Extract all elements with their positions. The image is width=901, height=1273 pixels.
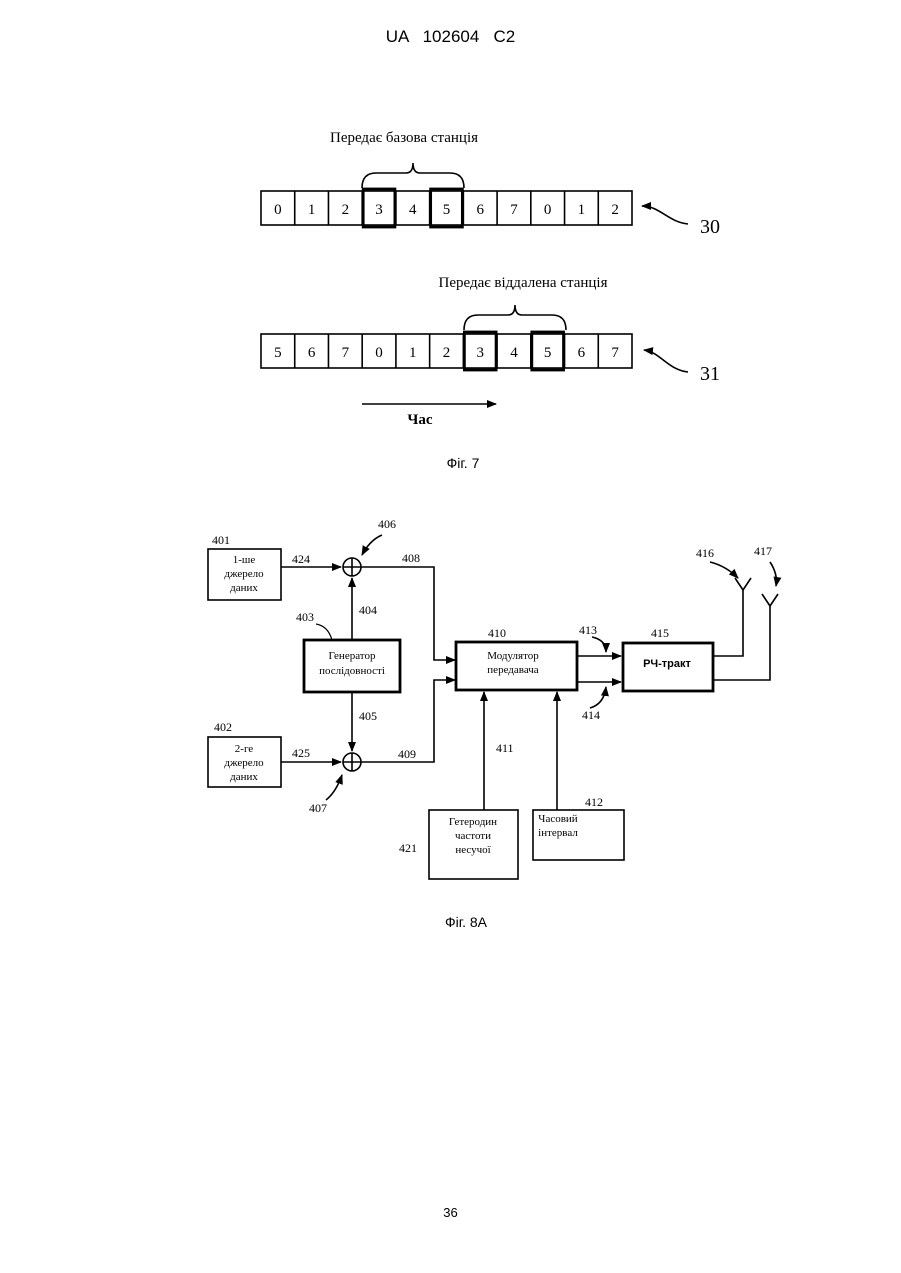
ref-415: 415 xyxy=(651,626,669,640)
ref-407-leader xyxy=(326,775,342,800)
block-first-data-source-line-2: джерело xyxy=(224,568,264,580)
ref-30-leader xyxy=(642,206,688,224)
block-transmitter-modulator: Модулятор передавача 410 xyxy=(456,626,577,690)
slot-row-2-cell-value: 5 xyxy=(274,345,282,361)
brace-remote-station xyxy=(464,305,566,330)
slot-row-1-cell-value: 7 xyxy=(510,202,518,218)
ref-31-leader xyxy=(644,350,688,372)
block-sequence-generator: Генератор послідовності 403 xyxy=(296,610,400,692)
block-first-data-source-line-1: 1-ше xyxy=(233,554,256,566)
slot-row-2-cell-value: 6 xyxy=(308,345,316,361)
slot-row-2-cell-value: 0 xyxy=(375,345,383,361)
ref-403: 403 xyxy=(296,610,314,624)
ref-417-leader xyxy=(770,562,776,586)
block-time-slot-line-1: Часовий xyxy=(538,813,577,825)
slot-row-1-cell-value: 2 xyxy=(342,202,350,218)
slot-row-2-cell-value: 7 xyxy=(611,345,619,361)
block-second-data-source: 2-ге джерело даних 402 xyxy=(208,720,281,787)
antenna-416-icon xyxy=(735,578,751,590)
slot-row-2-cell-value: 4 xyxy=(510,345,518,361)
antenna-417-icon xyxy=(762,594,778,606)
slot-row-2-cell-value: 7 xyxy=(342,345,350,361)
time-label: Час xyxy=(407,412,433,428)
slot-row-1-cell-value: 5 xyxy=(443,202,451,218)
ref-416: 416 xyxy=(696,546,714,560)
slot-row-2: 5 6 7 0 1 2 3 4 5 6 7 xyxy=(261,332,632,370)
ref-413: 413 xyxy=(579,623,597,637)
ref-413-leader xyxy=(592,637,606,652)
slot-row-1-cell-value: 6 xyxy=(476,202,484,218)
ref-409: 409 xyxy=(398,747,416,761)
slot-row-1-cell-value: 3 xyxy=(375,202,383,218)
figure-8a: 1-ше джерело даних 401 2-ге джерело дани… xyxy=(208,517,778,930)
slot-row-1-cell-value: 1 xyxy=(578,202,586,218)
block-carrier-oscillator: Гетеродин частоти несучої 421 xyxy=(399,810,518,879)
block-first-data-source-line-3: даних xyxy=(230,582,258,594)
block-transmitter-modulator-line-2: передавача xyxy=(487,664,539,676)
ref-414-leader xyxy=(590,687,606,708)
ref-405: 405 xyxy=(359,709,377,723)
block-second-data-source-line-1: 2-ге xyxy=(235,743,254,755)
label-base-station: Передає базова станція xyxy=(330,130,478,146)
block-first-data-source: 1-ше джерело даних 401 xyxy=(208,533,281,600)
block-time-slot-line-2: інтервал xyxy=(538,827,578,839)
block-carrier-oscillator-line-2: частоти xyxy=(455,830,491,842)
ref-403-leader xyxy=(316,624,332,640)
block-second-data-source-line-3: даних xyxy=(230,771,258,783)
page-number: 36 xyxy=(0,1205,901,1220)
ref-404: 404 xyxy=(359,603,377,617)
antenna-417-feed xyxy=(713,606,770,680)
slot-row-1-cell-value: 1 xyxy=(308,202,316,218)
figure-7: Передає базова станція 01234567012 30 Пе… xyxy=(261,130,720,471)
ref-410: 410 xyxy=(488,626,506,640)
slot-row-2-cell-value: 6 xyxy=(578,345,586,361)
block-transmitter-modulator-line-1: Модулятор xyxy=(487,650,539,662)
antenna-416-feed xyxy=(713,590,743,656)
slot-row-1: 0 1 2 3 4 5 6 7 0 1 2 xyxy=(261,189,632,227)
figure-8a-caption: Фіг. 8А xyxy=(445,914,488,930)
ref-425: 425 xyxy=(292,746,310,760)
figure-7-caption: Фіг. 7 xyxy=(447,455,480,471)
ref-407: 407 xyxy=(309,801,327,815)
ref-401: 401 xyxy=(212,533,230,547)
slot-row-1-cell-value: 0 xyxy=(274,202,282,218)
block-rf-path: РЧ-тракт 415 xyxy=(623,626,713,691)
block-carrier-oscillator-line-1: Гетеродин xyxy=(449,816,497,828)
slot-row-1-cell-value: 4 xyxy=(409,202,417,218)
slot-row-1-cell-value: 2 xyxy=(611,202,619,218)
ref-30-label: 30 xyxy=(700,216,720,238)
block-sequence-generator-line-1: Генератор xyxy=(329,650,376,662)
slot-row-2-cell-value: 2 xyxy=(443,345,451,361)
block-time-slot: Часовий інтервал 412 xyxy=(533,795,624,860)
ref-421: 421 xyxy=(399,841,417,855)
ref-412: 412 xyxy=(585,795,603,809)
ref-417: 417 xyxy=(754,544,772,558)
ref-408: 408 xyxy=(402,551,420,565)
brace-base-station xyxy=(362,163,464,188)
ref-402: 402 xyxy=(214,720,232,734)
slot-row-2-cell-value: 5 xyxy=(544,345,552,361)
slot-row-2-cell-value: 3 xyxy=(476,345,484,361)
block-second-data-source-line-2: джерело xyxy=(224,757,264,769)
ref-406: 406 xyxy=(378,517,396,531)
ref-414: 414 xyxy=(582,708,600,722)
ref-31-label: 31 xyxy=(700,363,720,385)
block-rf-path-line-1: РЧ-тракт xyxy=(643,658,691,670)
ref-406-leader xyxy=(362,535,382,555)
block-sequence-generator-line-2: послідовності xyxy=(319,665,385,677)
ref-424: 424 xyxy=(292,552,310,566)
slot-row-1-cell-value: 0 xyxy=(544,202,552,218)
slot-row-2-cell-value: 1 xyxy=(409,345,417,361)
ref-416-leader xyxy=(710,562,738,578)
ref-411: 411 xyxy=(496,741,514,755)
block-carrier-oscillator-line-3: несучої xyxy=(455,844,491,856)
label-remote-station: Передає віддалена станція xyxy=(439,275,608,291)
